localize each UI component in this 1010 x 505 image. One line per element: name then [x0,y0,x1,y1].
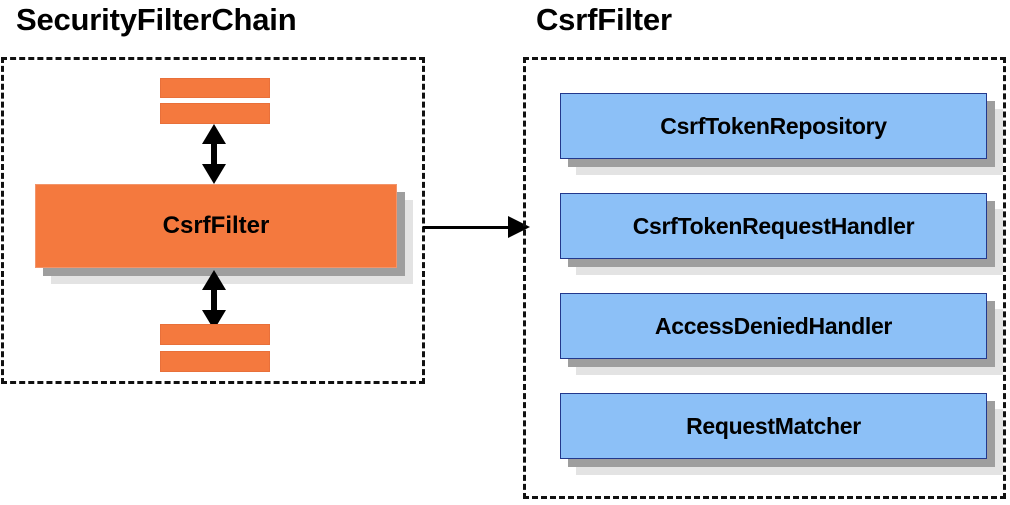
filter-strip-bottom-1 [160,324,270,345]
node-csrf-token-request-handler[interactable]: CsrfTokenRequestHandler [560,193,1003,275]
connector-arrow-shaft [423,226,511,229]
node-access-denied-handler[interactable]: AccessDeniedHandler [560,293,1003,375]
filter-strip-bottom-2 [160,351,270,372]
left-panel-title: SecurityFilterChain [16,2,297,37]
double-arrow-lower-shaft [211,286,217,316]
node-csrf-token-repository-label: CsrfTokenRepository [560,93,987,159]
double-arrow-up-lower-head [202,164,226,184]
double-arrow-down-upper-head [202,270,226,290]
double-arrow-up-head [202,124,226,144]
filter-strip-top-1 [160,78,270,98]
right-panel-title: CsrfFilter [536,2,672,37]
node-csrf-token-repository[interactable]: CsrfTokenRepository [560,93,1003,175]
double-arrow-upper-shaft [211,140,217,170]
node-csrf-filter[interactable]: CsrfFilter [35,184,413,284]
security-filter-chain-panel [1,57,425,384]
node-csrf-filter-label: CsrfFilter [35,184,397,268]
node-csrf-token-request-handler-label: CsrfTokenRequestHandler [560,193,987,259]
node-request-matcher-label: RequestMatcher [560,393,987,459]
node-request-matcher[interactable]: RequestMatcher [560,393,1003,475]
csrf-filter-detail-panel [523,57,1006,499]
node-access-denied-handler-label: AccessDeniedHandler [560,293,987,359]
filter-strip-top-2 [160,103,270,124]
